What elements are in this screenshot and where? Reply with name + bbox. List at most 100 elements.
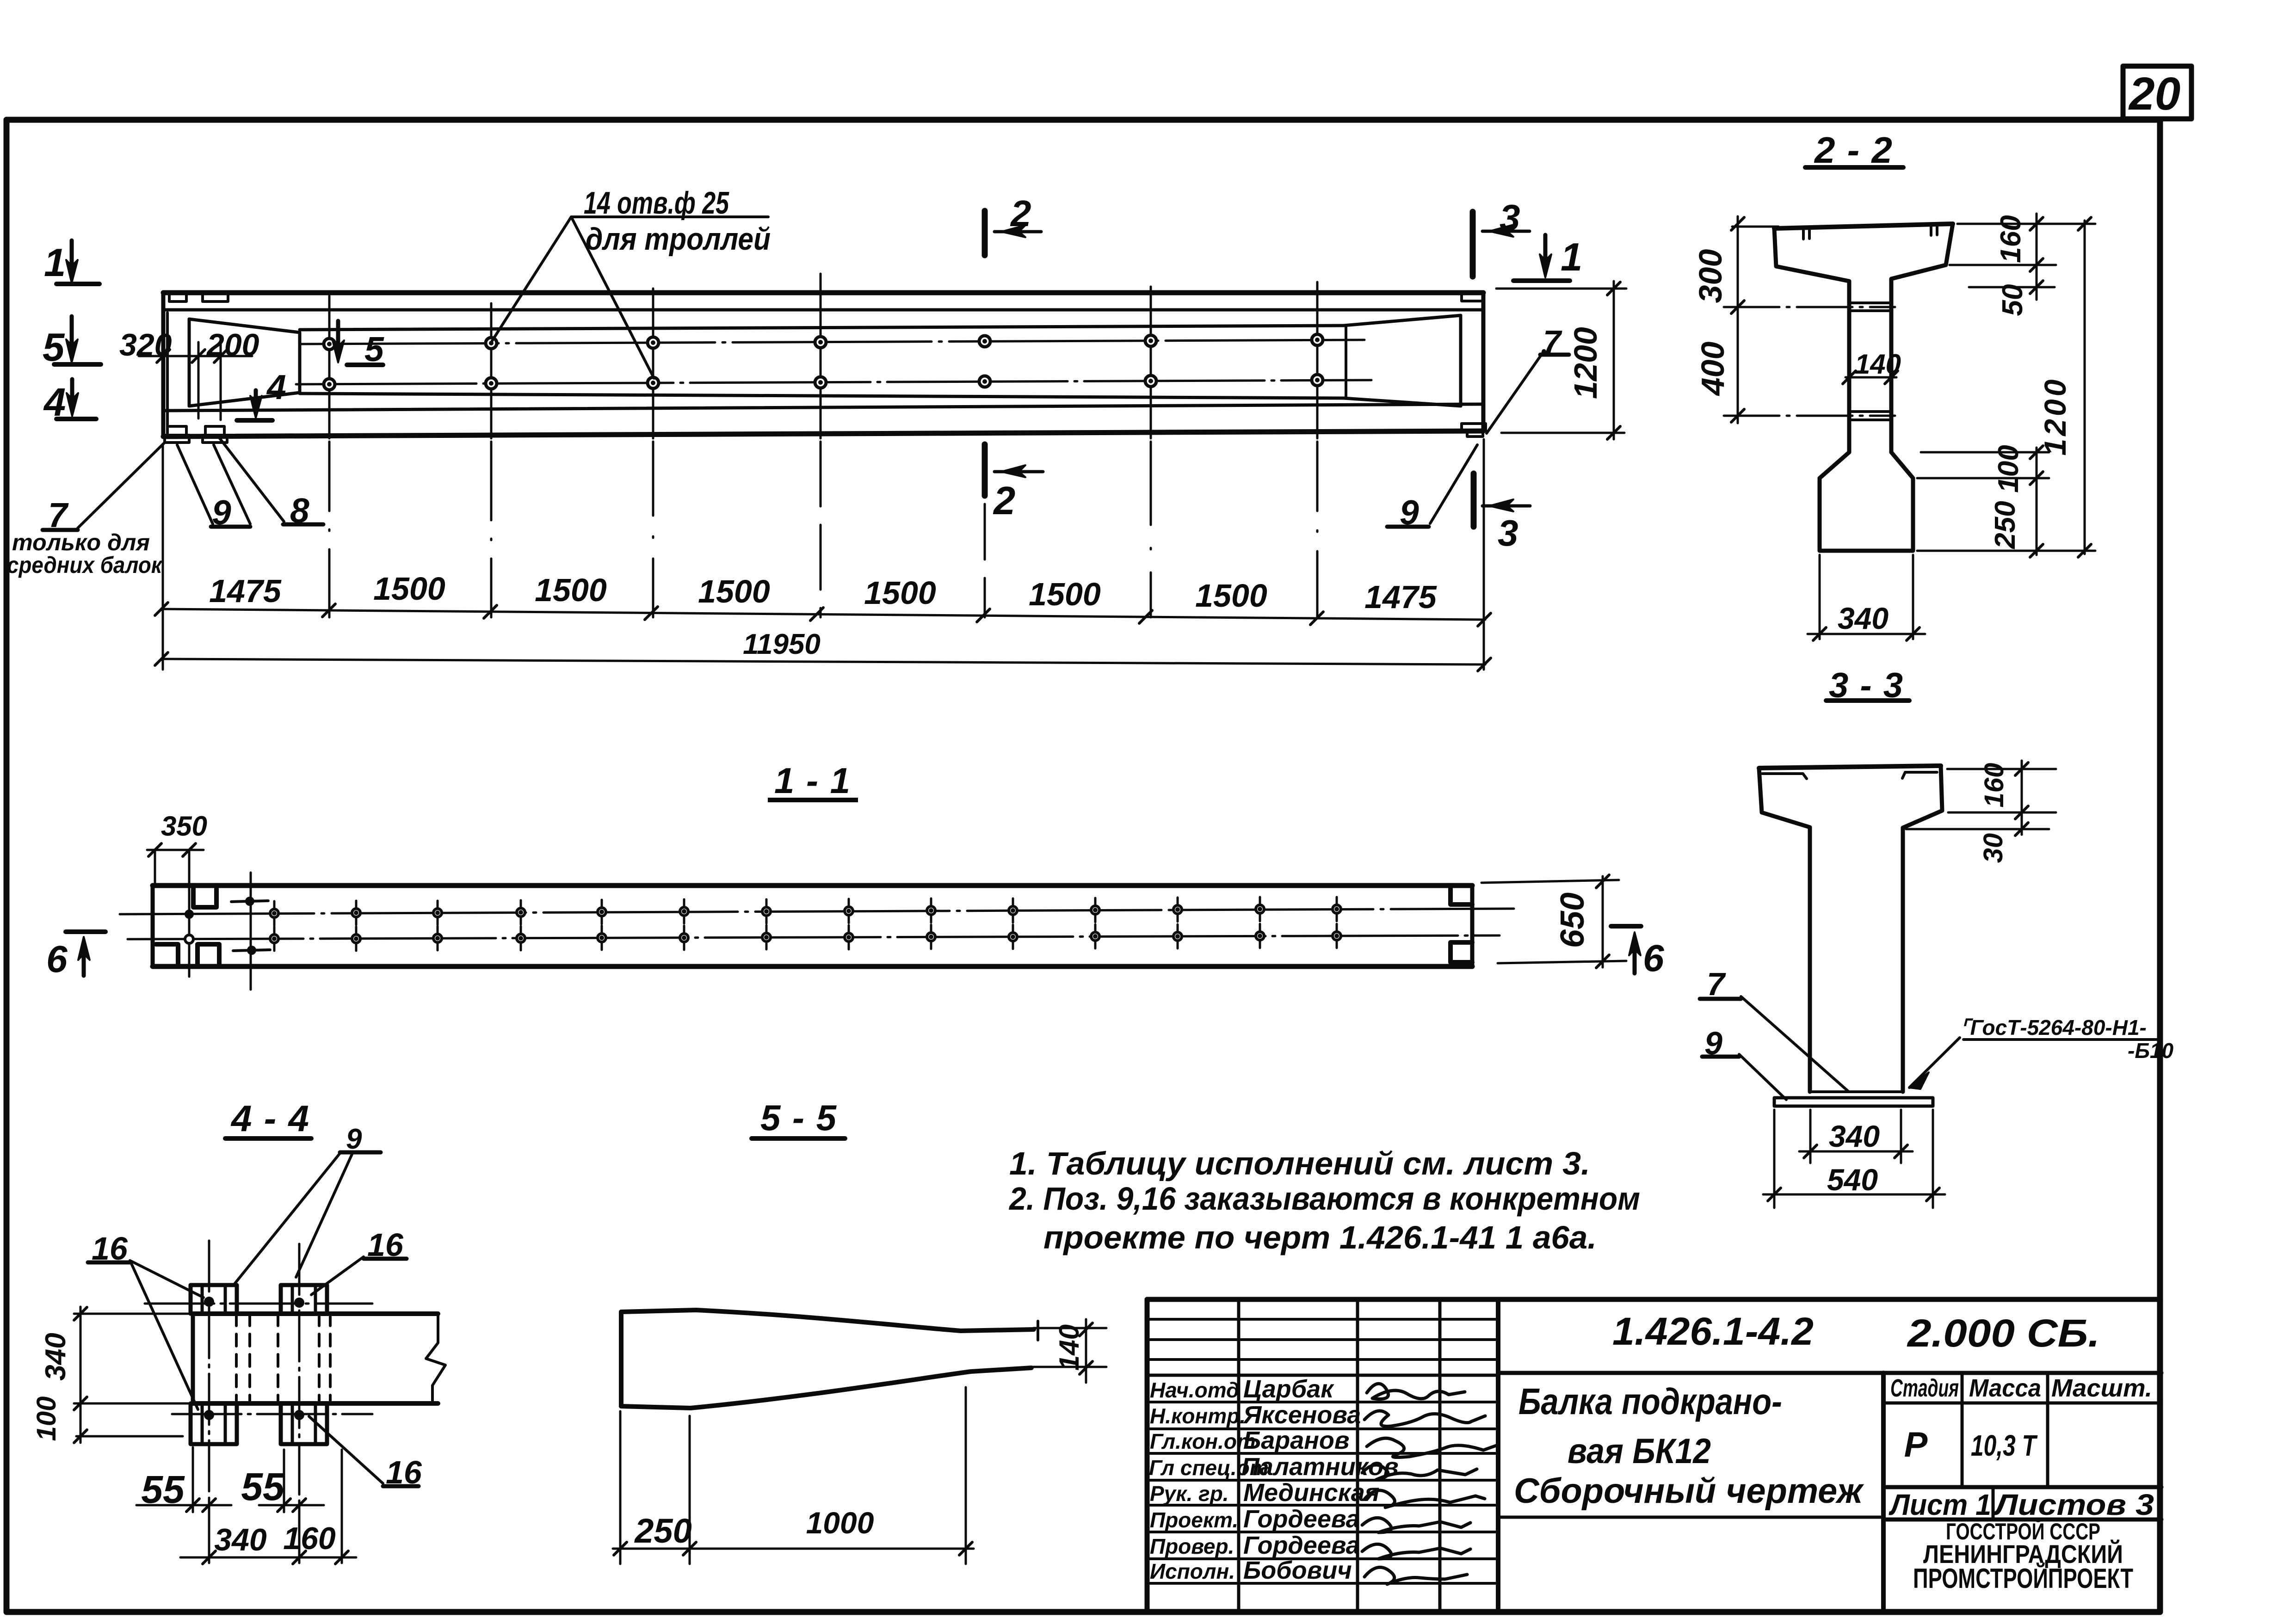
svg-text:1: 1	[44, 241, 66, 285]
svg-text:9: 9	[1400, 493, 1419, 532]
svg-text:7: 7	[1707, 966, 1726, 1002]
svg-text:1500: 1500	[698, 573, 770, 609]
svg-text:1000: 1000	[806, 1506, 874, 1540]
svg-text:Провер.: Провер.	[1150, 1534, 1234, 1558]
svg-text:1500: 1500	[373, 571, 445, 607]
svg-text:340: 340	[1829, 1119, 1880, 1153]
svg-text:Масшт.: Масшт.	[2051, 1374, 2152, 1402]
svg-text:7: 7	[48, 496, 69, 535]
svg-text:5 - 5: 5 - 5	[760, 1097, 837, 1138]
svg-text:2.000 СБ.: 2.000 СБ.	[1907, 1311, 2100, 1355]
svg-text:1.426.1-4.2: 1.426.1-4.2	[1612, 1310, 1814, 1353]
svg-text:1: 1	[1561, 235, 1582, 279]
svg-text:3: 3	[1498, 512, 1518, 554]
svg-text:20: 20	[2128, 68, 2180, 120]
svg-text:Мединская: Мединская	[1243, 1479, 1380, 1507]
svg-text:200: 200	[206, 327, 259, 363]
svg-text:Рук. гр.: Рук. гр.	[1150, 1482, 1229, 1506]
svg-text:3 - 3: 3 - 3	[1829, 666, 1904, 705]
svg-text:1200: 1200	[1568, 327, 1604, 399]
svg-text:140: 140	[1054, 1324, 1085, 1371]
svg-text:ГОССТРОЙ СССР: ГОССТРОЙ СССР	[1946, 1518, 2100, 1544]
svg-text:Сборочный чертеж: Сборочный чертеж	[1514, 1471, 1864, 1511]
svg-text:Стадия: Стадия	[1890, 1374, 1959, 1402]
svg-text:-Б10: -Б10	[2128, 1039, 2173, 1063]
svg-text:160: 160	[1995, 215, 2027, 263]
svg-text:350: 350	[161, 811, 207, 842]
svg-text:11950: 11950	[743, 628, 821, 660]
svg-text:9: 9	[1704, 1025, 1722, 1061]
svg-text:10,3 Т: 10,3 Т	[1971, 1429, 2038, 1462]
svg-text:100: 100	[31, 1396, 62, 1441]
svg-text:⌜ГосТ-5264-80-Н1-: ⌜ГосТ-5264-80-Н1-	[1960, 1015, 2147, 1040]
svg-text:340: 340	[1838, 601, 1889, 635]
svg-text:проекте по черт 1.426.1-41 1 а: проекте по черт 1.426.1-41 1 а6а.	[1043, 1219, 1597, 1255]
svg-text:1500: 1500	[535, 572, 607, 608]
svg-text:100: 100	[1993, 445, 2024, 492]
svg-text:16: 16	[92, 1230, 128, 1267]
svg-text:4: 4	[266, 368, 286, 406]
svg-text:Бобович: Бобович	[1243, 1556, 1352, 1584]
svg-text:140: 140	[1855, 349, 1901, 380]
svg-text:1500: 1500	[1029, 576, 1101, 612]
svg-text:Н.контр.: Н.контр.	[1150, 1404, 1246, 1428]
svg-text:4: 4	[43, 381, 66, 424]
svg-text:340: 340	[40, 1333, 72, 1380]
svg-text:16: 16	[386, 1454, 422, 1490]
svg-text:ПРОМСТРОЙПРОЕКТ: ПРОМСТРОЙПРОЕКТ	[1913, 1563, 2133, 1594]
svg-text:9: 9	[212, 493, 231, 532]
svg-text:2 - 2: 2 - 2	[1814, 129, 1893, 171]
svg-text:1500: 1500	[1195, 578, 1267, 614]
svg-text:5: 5	[43, 326, 65, 369]
svg-text:2: 2	[1010, 193, 1031, 234]
svg-text:250: 250	[634, 1512, 691, 1550]
svg-text:3: 3	[1500, 197, 1520, 238]
svg-text:50: 50	[1997, 284, 2029, 316]
svg-text:7: 7	[1543, 324, 1562, 360]
svg-text:Масса: Масса	[1969, 1374, 2041, 1402]
svg-text:Исполн.: Исполн.	[1150, 1559, 1235, 1583]
svg-text:6: 6	[1643, 937, 1665, 979]
svg-text:Яксенова: Яксенова	[1242, 1401, 1361, 1429]
svg-text:9: 9	[346, 1123, 362, 1155]
svg-text:8: 8	[290, 491, 309, 530]
svg-text:160: 160	[283, 1521, 336, 1556]
svg-text:Балка подкрано-: Балка подкрано-	[1518, 1381, 1782, 1422]
svg-text:250: 250	[1989, 501, 2021, 549]
svg-text:Р: Р	[1904, 1425, 1928, 1464]
svg-text:Лист 1: Лист 1	[1889, 1488, 1991, 1521]
svg-text:1500: 1500	[864, 575, 936, 611]
svg-text:2. Поз. 9,16 заказываются в ко: 2. Поз. 9,16 заказываются в конкретном	[1008, 1181, 1640, 1217]
svg-text:650: 650	[1554, 892, 1591, 948]
svg-text:Баранов: Баранов	[1243, 1427, 1350, 1454]
svg-text:средних балок: средних балок	[7, 552, 163, 578]
svg-text:4 - 4: 4 - 4	[230, 1098, 310, 1139]
svg-text:1 - 1: 1 - 1	[774, 760, 851, 801]
svg-text:6: 6	[46, 938, 68, 980]
svg-text:320: 320	[119, 327, 172, 363]
svg-text:1200: 1200	[2038, 377, 2072, 456]
svg-text:300: 300	[1692, 249, 1728, 303]
svg-text:Палатников: Палатников	[1241, 1453, 1399, 1481]
svg-text:540: 540	[1827, 1163, 1878, 1197]
svg-text:Гордеева: Гордеева	[1243, 1505, 1360, 1533]
svg-text:14 отв.ф 25: 14 отв.ф 25	[584, 185, 729, 221]
svg-text:1475: 1475	[1364, 579, 1437, 615]
svg-text:30: 30	[1978, 833, 2008, 863]
svg-text:16: 16	[367, 1227, 404, 1263]
svg-text:400: 400	[1695, 342, 1731, 397]
svg-text:только для: только для	[12, 529, 150, 555]
svg-text:1475: 1475	[209, 573, 282, 609]
svg-text:ЛЕНИНГРАДСКИЙ: ЛЕНИНГРАДСКИЙ	[1923, 1539, 2123, 1569]
svg-text:1. Таблицу исполнений см. лис: 1. Таблицу исполнений см. лист 3.	[1009, 1145, 1590, 1181]
svg-text:55: 55	[241, 1465, 285, 1508]
svg-text:160: 160	[1979, 763, 2009, 808]
svg-text:2: 2	[993, 479, 1015, 523]
svg-text:340: 340	[214, 1522, 267, 1557]
svg-text:Гл.кон.от: Гл.кон.от	[1150, 1429, 1256, 1453]
svg-text:для троллей: для троллей	[586, 221, 771, 257]
svg-text:Проект.: Проект.	[1150, 1508, 1238, 1532]
svg-text:55: 55	[141, 1468, 185, 1511]
svg-text:Гордеева: Гордеева	[1243, 1532, 1360, 1559]
svg-text:Нач.отд: Нач.отд	[1150, 1378, 1239, 1402]
